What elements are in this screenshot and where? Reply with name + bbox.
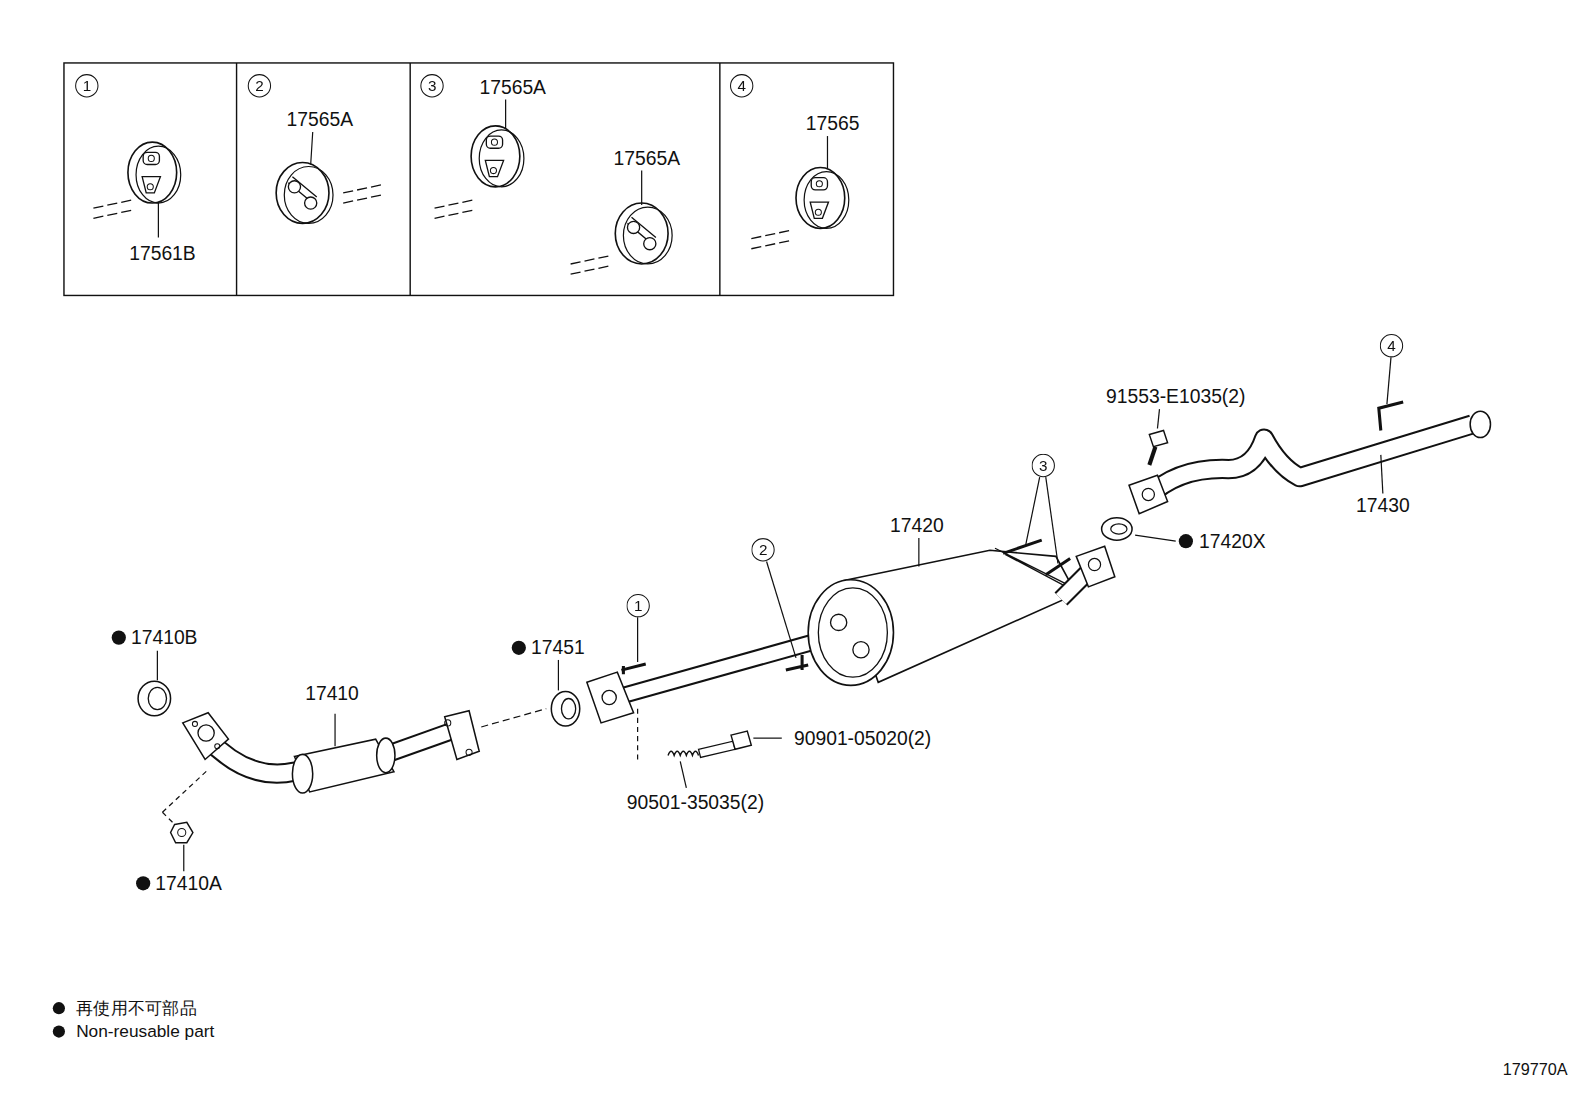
callout-circle: 1 [626, 594, 650, 618]
part-label: 17430 [1354, 495, 1412, 516]
part-label: 17410 [303, 683, 361, 704]
part-label: 17420X [1197, 530, 1268, 551]
callout-circle: 1 [75, 74, 99, 98]
callout-circle: 4 [1380, 334, 1404, 358]
callout-circle: 4 [730, 74, 754, 98]
part-number: 17561B [127, 243, 198, 264]
callout-circle: 3 [1032, 454, 1056, 478]
part-label: 91553-E1035(2) [1104, 385, 1247, 406]
part-label: 90901-05020(2) [792, 727, 933, 748]
callout-circle: 3 [420, 74, 444, 98]
part-number: 17565A [285, 109, 356, 130]
callout-number: 1 [83, 78, 91, 93]
part-number: 17565A [477, 77, 548, 98]
callout-circle: 2 [751, 538, 775, 562]
part-label: 17451 [529, 637, 587, 658]
inset-panel: 17565 4 [720, 63, 894, 296]
inset-panel: 17565A 2 [237, 63, 411, 296]
part-number: 17565A [611, 148, 682, 169]
part-number: 17565 [804, 113, 862, 134]
legend-text: 再使用不可部品 [74, 999, 199, 1018]
callout-number: 3 [428, 78, 436, 93]
legend-text: Non-reusable part [74, 1022, 216, 1041]
callout-number: 4 [1387, 338, 1395, 353]
callout-number: 3 [1039, 458, 1047, 473]
callout-number: 2 [255, 78, 263, 93]
callout-circle: 2 [248, 74, 272, 98]
part-label: 17410B [129, 627, 200, 648]
callout-number: 4 [738, 78, 746, 93]
inset-panel: 17565A 17565A 3 [410, 63, 720, 296]
part-label: 17420 [888, 514, 946, 535]
part-label: 179770A [1501, 1061, 1570, 1079]
part-label: 90501-35035(2) [625, 791, 766, 812]
callout-number: 2 [759, 542, 767, 557]
callout-number: 1 [634, 598, 642, 613]
part-label: 17410A [153, 873, 224, 894]
inset-panel: 17561B 1 [64, 63, 237, 296]
